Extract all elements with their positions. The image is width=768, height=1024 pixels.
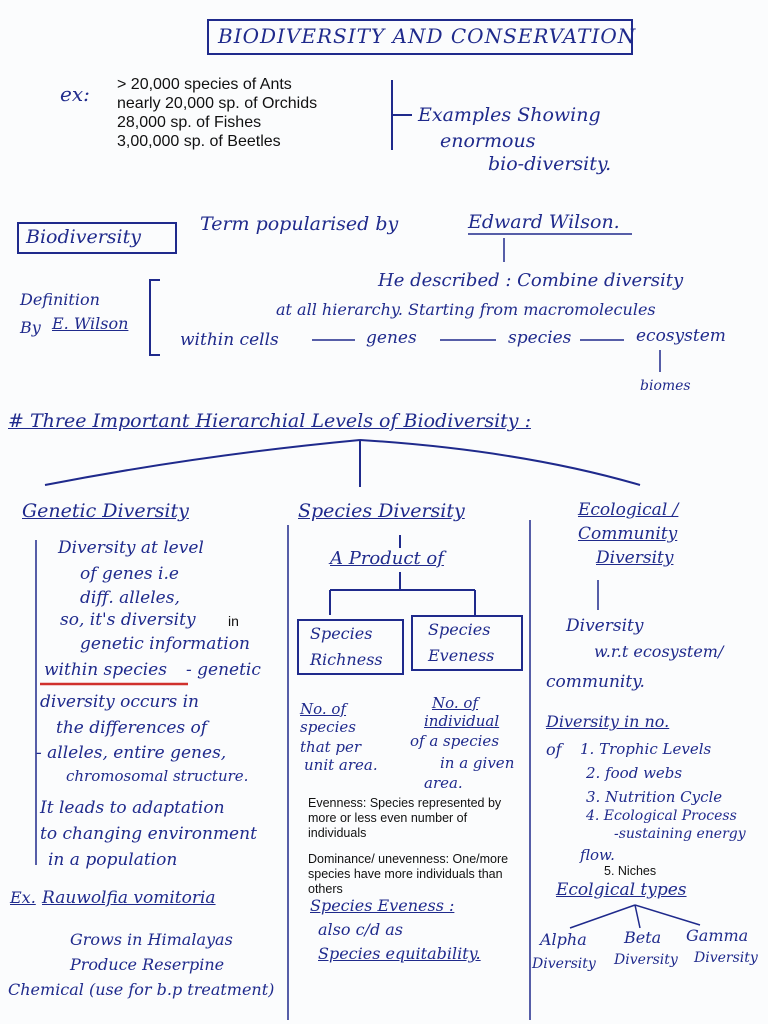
- eco-desc: w.r.t ecosystem/: [594, 642, 724, 661]
- popularised-text: Term popularised by: [200, 213, 399, 235]
- genetic-example: Rauwolfia vomitoria: [42, 888, 216, 908]
- genetic-line-highlight: within species: [44, 660, 167, 680]
- chain-item: ecosystem: [636, 326, 726, 346]
- genetic-line: the differences of: [56, 718, 208, 738]
- genetic-line: to changing environment: [40, 824, 257, 844]
- examples-note: Examples Showing: [418, 104, 601, 126]
- eco-niches: 5. Niches: [604, 864, 657, 878]
- evenness-print: Evenness: Species represented by more or…: [308, 796, 502, 840]
- eco-desc: Diversity: [566, 616, 644, 636]
- chain-item: species: [508, 328, 572, 348]
- richness-box-line: Richness: [310, 650, 383, 669]
- genetic-line: in a population: [48, 850, 178, 870]
- species-product: A Product of: [330, 548, 444, 569]
- richness-def: species: [300, 718, 356, 736]
- eco-types-heading: Ecolgical types: [556, 880, 687, 900]
- genetic-line: diversity occurs in: [40, 692, 199, 712]
- evenness-def: individual: [424, 712, 500, 730]
- genetic-line: - alleles, entire genes,: [36, 743, 227, 763]
- genetic-heading: Genetic Diversity: [22, 500, 189, 522]
- eco-item: 3. Nutrition Cycle: [586, 788, 723, 806]
- richness-def: unit area.: [304, 756, 378, 774]
- definition-label: By: [20, 318, 41, 337]
- definition-label: E. Wilson: [52, 314, 129, 333]
- genetic-example-line: Chemical (use for b.p treatment): [8, 980, 275, 999]
- evenness-def: area.: [424, 774, 463, 792]
- eco-item: 4. Ecological Process: [586, 808, 737, 824]
- chain-item: within cells: [180, 330, 279, 350]
- equitability: Species equitability.: [318, 944, 481, 963]
- evenness-def: No. of: [432, 694, 479, 712]
- species-heading: Species Diversity: [298, 500, 465, 522]
- page-title: BIODIVERSITY AND CONSERVATION: [218, 24, 637, 48]
- edward-wilson: Edward Wilson.: [468, 211, 620, 233]
- genetic-line: Diversity at level: [58, 538, 204, 558]
- biomes-text: biomes: [640, 378, 691, 394]
- eco-type-diversity: Diversity: [694, 950, 758, 966]
- chain-item: genes: [366, 328, 417, 348]
- eco-heading: Ecological /: [578, 500, 679, 520]
- examples-marker: ex:: [60, 82, 90, 106]
- richness-box-line: Species: [310, 624, 373, 643]
- eco-item: 1. Trophic Levels: [580, 740, 712, 758]
- evenness-box-line: Species: [428, 620, 491, 639]
- eco-of: of: [546, 740, 562, 759]
- genetic-line: diff. alleles,: [80, 588, 180, 608]
- eco-type: Alpha: [540, 930, 587, 949]
- biodiversity-term: Biodiversity: [26, 226, 141, 248]
- eco-item: 2. food webs: [586, 764, 683, 782]
- genetic-line: of genes i.e: [80, 564, 179, 584]
- example-item: > 20,000 species of Ants: [117, 76, 292, 93]
- eco-heading: Community: [578, 524, 678, 544]
- described-text: He described : Combine diversity: [378, 270, 684, 291]
- genetic-line: in: [228, 613, 239, 629]
- eco-item: -sustaining energy: [614, 826, 746, 842]
- eco-type: Beta: [624, 928, 662, 947]
- eveness-also: Species Eveness :: [310, 896, 455, 915]
- eco-desc: community.: [546, 672, 645, 692]
- richness-def: No. of: [300, 700, 347, 718]
- eco-type: Gamma: [686, 926, 749, 945]
- hierarchy-text: at all hierarchy. Starting from macromol…: [276, 300, 656, 319]
- definition-label: Definition: [20, 290, 100, 309]
- dominance-print: Dominance/ unevenness: One/more species …: [308, 852, 509, 896]
- genetic-line: chromosomal structure.: [66, 767, 249, 785]
- genetic-line: It leads to adaptation: [40, 798, 225, 818]
- eco-type-diversity: Diversity: [614, 952, 678, 968]
- example-item: 3,00,000 sp. of Beetles: [117, 133, 281, 150]
- eco-item: flow.: [580, 846, 615, 864]
- also-called: also c/d as: [318, 920, 404, 939]
- evenness-box-line: Eveness: [428, 646, 495, 665]
- evenness-def: in a given: [440, 754, 515, 772]
- genetic-line: so, it's diversity: [60, 610, 196, 630]
- genetic-line: genetic information: [80, 634, 250, 654]
- genetic-line: - genetic: [186, 660, 261, 680]
- eco-heading: Diversity: [596, 548, 674, 568]
- genetic-example-line: Produce Reserpine: [70, 955, 225, 974]
- eco-type-diversity: Diversity: [532, 956, 596, 972]
- examples-note: bio-diversity.: [488, 153, 612, 175]
- genetic-example-label: Ex.: [10, 888, 36, 907]
- richness-def: that per: [300, 738, 362, 756]
- eco-in-no: Diversity in no.: [546, 712, 670, 731]
- example-item: 28,000 sp. of Fishes: [117, 114, 262, 131]
- levels-heading: # Three Important Hierarchial Levels of …: [8, 410, 531, 432]
- example-item: nearly 20,000 sp. of Orchids: [117, 95, 318, 112]
- examples-note: enormous: [440, 130, 536, 152]
- genetic-example-line: Grows in Himalayas: [70, 930, 233, 949]
- evenness-def: of a species: [410, 732, 500, 750]
